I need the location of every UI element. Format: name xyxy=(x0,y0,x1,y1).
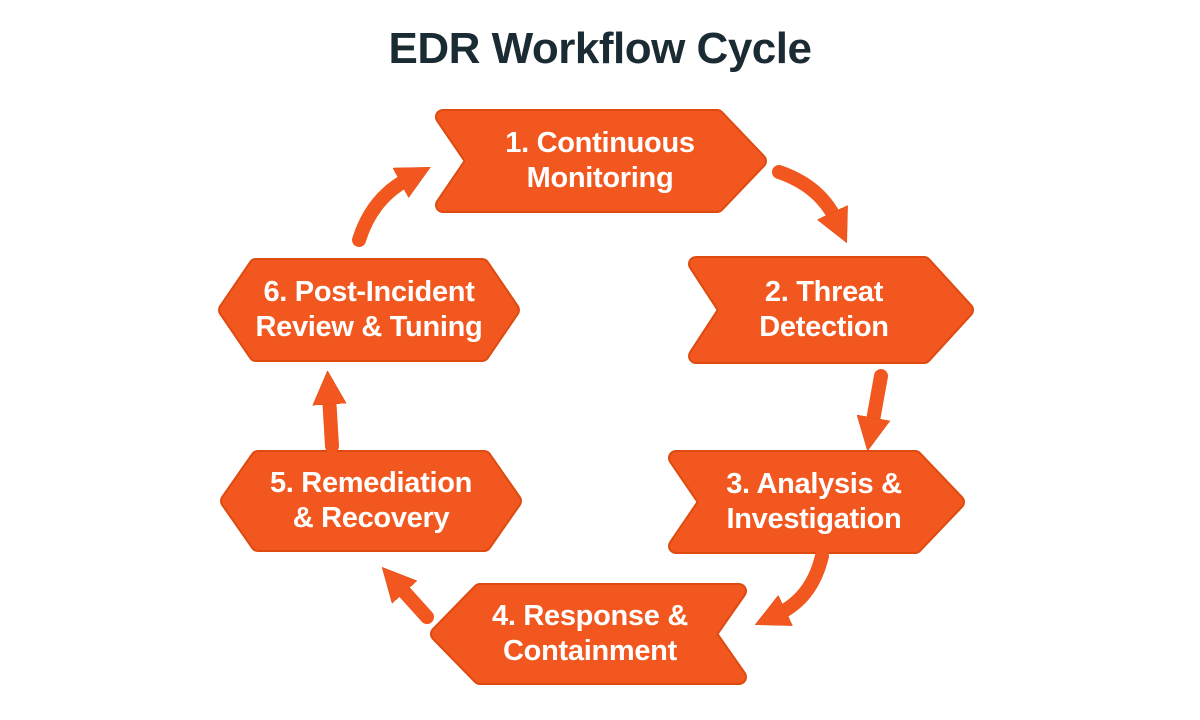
diagonal-arrow-4-to-5-icon xyxy=(399,586,434,624)
step-5-label: 5. Remediation & Recovery xyxy=(241,458,501,544)
curved-arrow-3-to-4-icon xyxy=(778,549,829,614)
down-arrow-2-to-3-icon xyxy=(872,369,881,426)
step-3-shape xyxy=(668,450,965,554)
step-6-label: 6. Post-Incident Review & Tuning xyxy=(239,266,499,354)
page-title: EDR Workflow Cycle xyxy=(388,24,812,73)
step-2-shape xyxy=(688,256,974,364)
step-2-chevron-fill xyxy=(690,258,972,362)
step-6-hexagon-fill xyxy=(220,260,518,360)
step-1-label-line1: 1. Continuous xyxy=(505,126,695,159)
step-3-chevron-fill xyxy=(670,452,963,552)
step-2-label: 2. Threat Detection xyxy=(694,266,954,354)
step-1-label-line2: Monitoring xyxy=(526,162,674,194)
step-1-chevron-fill xyxy=(437,111,765,211)
step-4-label-line2: Containment xyxy=(503,635,677,667)
step-4-chevron-fill xyxy=(432,585,745,683)
step-1-label: 1. Continuous Monitoring xyxy=(450,117,750,205)
step-4-shape xyxy=(430,583,747,685)
step-4-label: 4. Response & Containment xyxy=(460,591,720,677)
step-2-label-line1: 2. Threat xyxy=(764,275,884,308)
step-1-shape xyxy=(435,109,767,213)
curved-arrow-1-to-2-icon xyxy=(772,165,836,220)
step-4-label-line1: 4. Response & xyxy=(492,599,688,632)
step-5-shape xyxy=(220,450,522,552)
step-5-hexagon-fill xyxy=(222,452,520,550)
step-5-label-line1: 5. Remediation xyxy=(269,466,473,499)
step-6-shape xyxy=(218,258,520,362)
step-3-label-line2: Investigation xyxy=(726,503,902,535)
step-3-label-line1: 3. Analysis & xyxy=(726,467,902,500)
step-6-label-line1: 6. Post-Incident xyxy=(263,275,475,308)
step-2-label-line2: Detection xyxy=(759,311,889,343)
step-5-label-line2: & Recovery xyxy=(292,502,450,534)
up-arrow-5-to-6-icon xyxy=(329,396,332,453)
curved-arrow-6-to-1-icon xyxy=(352,179,408,247)
step-3-label: 3. Analysis & Investigation xyxy=(684,458,944,546)
step-6-label-line2: Review & Tuning xyxy=(255,311,483,343)
